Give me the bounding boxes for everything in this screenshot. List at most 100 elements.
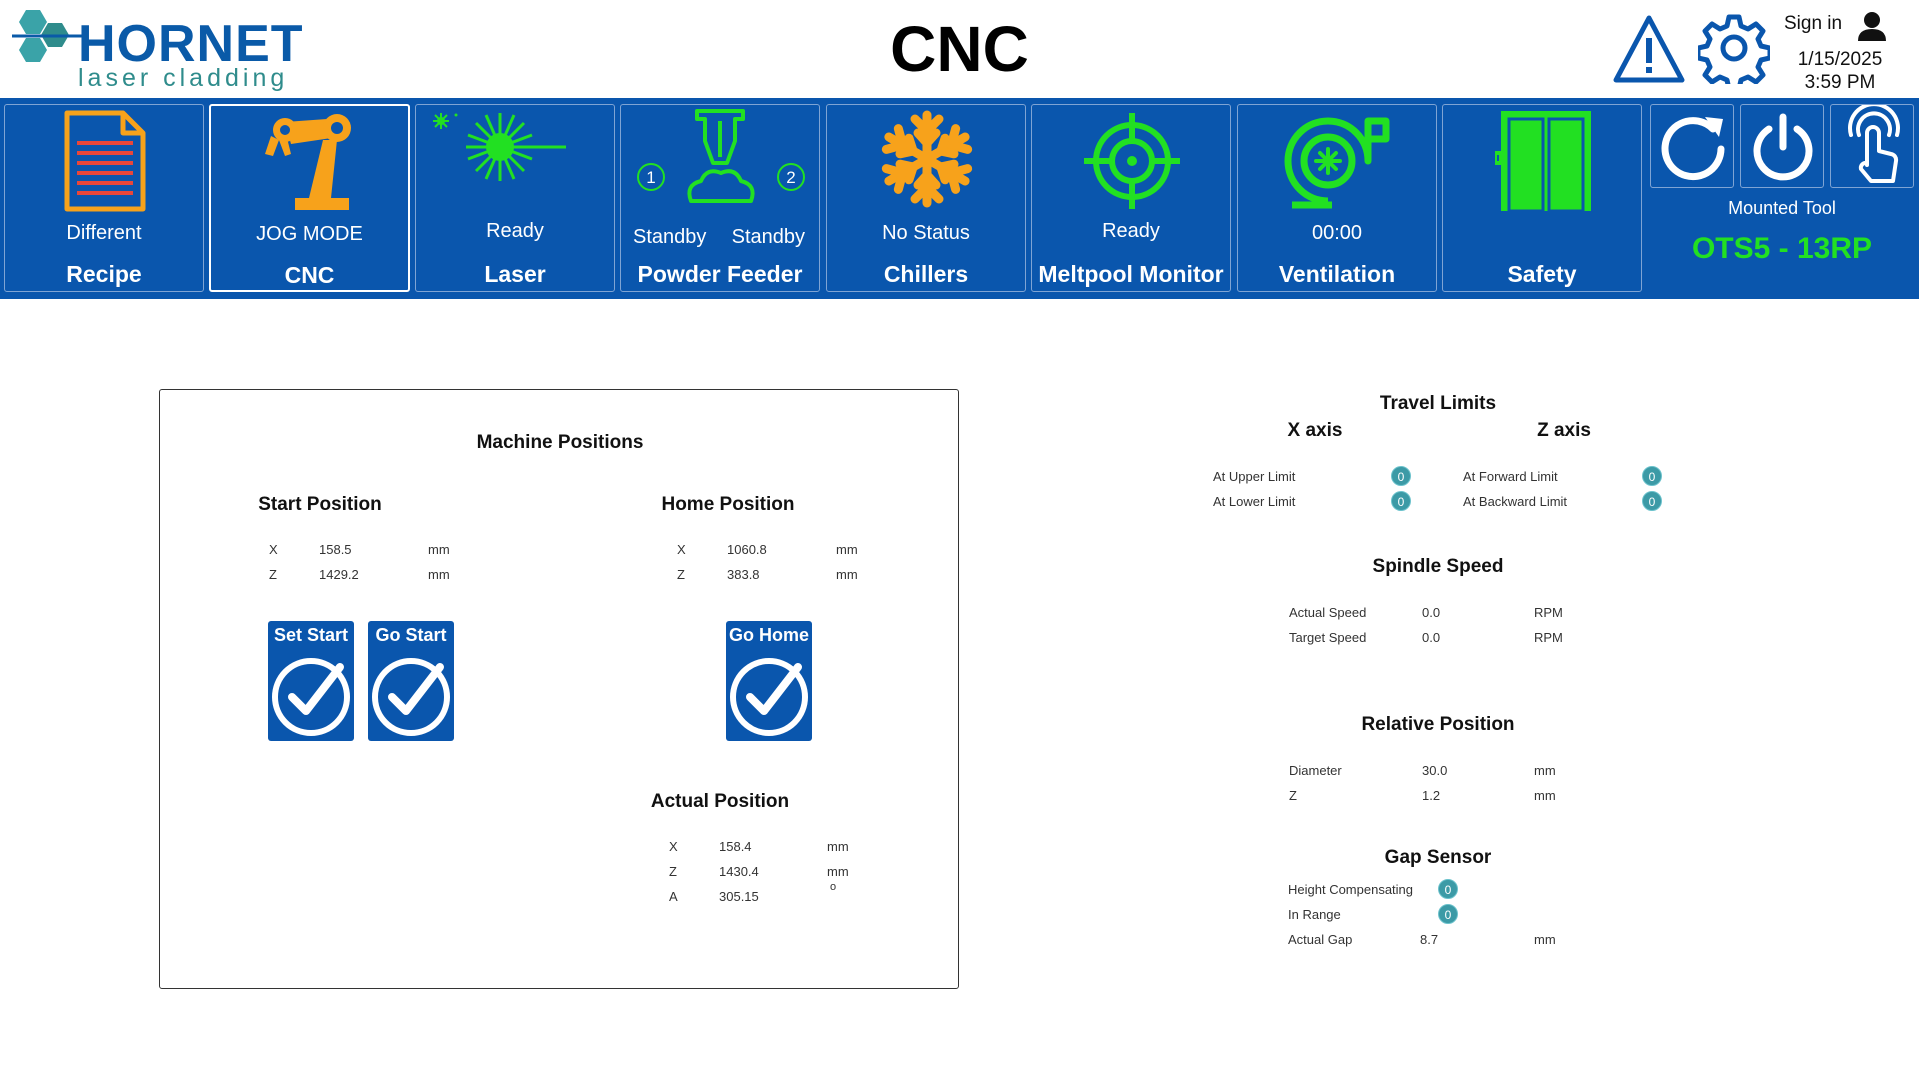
tile-chillers[interactable]: No Status Chillers bbox=[826, 104, 1026, 292]
diameter-label: Diameter bbox=[1289, 763, 1342, 778]
meltpool-label: Meltpool Monitor bbox=[1038, 261, 1224, 287]
door-icon bbox=[1495, 111, 1591, 213]
gap-sensor-title: Gap Sensor bbox=[1384, 847, 1492, 868]
actual-position-title: Actual Position bbox=[650, 791, 790, 812]
home-z-label: Z bbox=[677, 567, 685, 582]
check-circle-icon bbox=[272, 658, 350, 736]
actual-z-label: Z bbox=[669, 864, 677, 879]
go-home-label: Go Home bbox=[728, 625, 809, 645]
powder-feeder-label: Powder Feeder bbox=[637, 261, 803, 287]
refresh-button[interactable] bbox=[1650, 104, 1734, 188]
safety-label: Safety bbox=[1507, 261, 1577, 287]
laser-status: Ready bbox=[486, 220, 544, 242]
set-start-button[interactable]: Set Start bbox=[268, 621, 354, 741]
recipe-status: Different bbox=[66, 222, 142, 244]
relative-z-unit: mm bbox=[1534, 788, 1556, 803]
check-circle-icon bbox=[730, 658, 808, 736]
start-x-value: 158.5 bbox=[319, 542, 352, 557]
actual-gap-value: 8.7 bbox=[1420, 932, 1439, 947]
header: HORNET laser cladding CNC Sign in 1/15/2… bbox=[0, 0, 1919, 98]
actual-x-value: 158.4 bbox=[719, 839, 752, 854]
relative-position-title: Relative Position bbox=[1361, 714, 1515, 735]
actual-x-unit: mm bbox=[827, 839, 849, 854]
actual-speed-label: Actual Speed bbox=[1289, 605, 1367, 620]
logo-tagline: laser cladding bbox=[78, 64, 289, 92]
actual-a-unit: o bbox=[830, 881, 837, 893]
snowflake-icon bbox=[881, 110, 973, 208]
x-upper-limit-label: At Upper Limit bbox=[1213, 469, 1296, 484]
relative-z-label: Z bbox=[1289, 788, 1297, 803]
mounted-tool-value: OTS5 - 13RP bbox=[1691, 232, 1873, 265]
hexagon-logo-icon bbox=[12, 10, 82, 62]
time-text: 3:59 PM bbox=[1804, 72, 1876, 93]
x-lower-limit-label: At Lower Limit bbox=[1213, 494, 1296, 509]
gear-icon[interactable] bbox=[1698, 12, 1770, 84]
chillers-status: No Status bbox=[882, 222, 970, 244]
home-x-label: X bbox=[677, 542, 686, 557]
mounted-tool-label: Mounted Tool bbox=[1728, 198, 1836, 218]
tile-cnc[interactable]: JOG MODE CNC bbox=[209, 104, 410, 292]
start-z-unit: mm bbox=[428, 567, 450, 582]
actual-z-unit: mm bbox=[827, 864, 849, 879]
warning-icon[interactable] bbox=[1612, 12, 1686, 86]
start-z-label: Z bbox=[269, 567, 277, 582]
start-x-unit: mm bbox=[428, 542, 450, 557]
check-circle-icon bbox=[372, 658, 450, 736]
machine-positions-title: Machine Positions bbox=[476, 432, 644, 453]
logo-wordmark: HORNET bbox=[78, 15, 304, 73]
powder-nozzle-icon: 1 2 bbox=[637, 109, 805, 203]
chillers-label: Chillers bbox=[883, 261, 969, 287]
in-range-indicator: 0 bbox=[1438, 904, 1458, 924]
sign-in-link[interactable]: Sign in bbox=[1784, 13, 1843, 34]
feeder-badge-2: 2 bbox=[786, 168, 795, 187]
cnc-status: JOG MODE bbox=[256, 223, 363, 245]
machine-positions-panel: Machine Positions Start Position X 158.5… bbox=[159, 389, 959, 989]
tile-ventilation[interactable]: 00:00 Ventilation bbox=[1237, 104, 1437, 292]
in-range-label: In Range bbox=[1288, 907, 1341, 922]
tile-powder-feeder[interactable]: 1 2 Standby Standby Powder Feeder bbox=[620, 104, 820, 292]
start-z-value: 1429.2 bbox=[319, 567, 359, 582]
robot-arm-icon bbox=[265, 114, 351, 210]
touch-button[interactable] bbox=[1830, 102, 1914, 188]
set-start-label: Set Start bbox=[273, 625, 349, 645]
tile-recipe[interactable]: Different Recipe bbox=[4, 104, 204, 292]
ventilation-label: Ventilation bbox=[1278, 261, 1396, 287]
z-forward-limit-indicator: 0 bbox=[1642, 466, 1662, 486]
power-icon bbox=[1753, 113, 1813, 181]
go-start-label: Go Start bbox=[375, 625, 447, 645]
feeder-2-status: Standby bbox=[731, 226, 805, 248]
home-z-value: 383.8 bbox=[727, 567, 760, 582]
height-compensating-indicator: 0 bbox=[1438, 879, 1458, 899]
relative-z-value: 1.2 bbox=[1422, 788, 1441, 803]
feeder-1-status: Standby bbox=[633, 226, 707, 248]
fan-icon bbox=[1284, 117, 1390, 209]
start-position-title: Start Position bbox=[258, 494, 382, 515]
height-compensating-label: Height Compensating bbox=[1288, 882, 1414, 897]
actual-speed-unit: RPM bbox=[1534, 605, 1563, 620]
recipe-label: Recipe bbox=[66, 261, 142, 287]
actual-speed-value: 0.0 bbox=[1422, 605, 1441, 620]
go-home-button[interactable]: Go Home bbox=[726, 621, 812, 741]
actual-a-label: A bbox=[669, 889, 678, 904]
target-speed-unit: RPM bbox=[1534, 630, 1563, 645]
diameter-unit: mm bbox=[1534, 763, 1556, 778]
home-x-unit: mm bbox=[836, 542, 858, 557]
document-icon bbox=[64, 110, 146, 212]
actual-a-value: 305.15 bbox=[719, 889, 759, 904]
spindle-speed-title: Spindle Speed bbox=[1372, 556, 1504, 577]
tile-safety[interactable]: Safety bbox=[1442, 104, 1642, 292]
tile-meltpool-monitor[interactable]: Ready Meltpool Monitor bbox=[1031, 104, 1231, 292]
user-icon[interactable] bbox=[1856, 10, 1888, 42]
touch-icon bbox=[1848, 102, 1900, 183]
actual-gap-unit: mm bbox=[1534, 932, 1556, 947]
refresh-icon bbox=[1661, 117, 1725, 181]
laser-label: Laser bbox=[484, 261, 546, 287]
actual-z-value: 1430.4 bbox=[719, 864, 759, 879]
power-button[interactable] bbox=[1740, 104, 1824, 188]
actual-x-label: X bbox=[669, 839, 678, 854]
go-start-button[interactable]: Go Start bbox=[368, 621, 454, 741]
ventilation-status: 00:00 bbox=[1311, 222, 1363, 244]
z-backward-limit-label: At Backward Limit bbox=[1463, 494, 1568, 509]
tile-laser[interactable]: Ready Laser bbox=[415, 104, 615, 292]
target-icon bbox=[1084, 113, 1180, 209]
